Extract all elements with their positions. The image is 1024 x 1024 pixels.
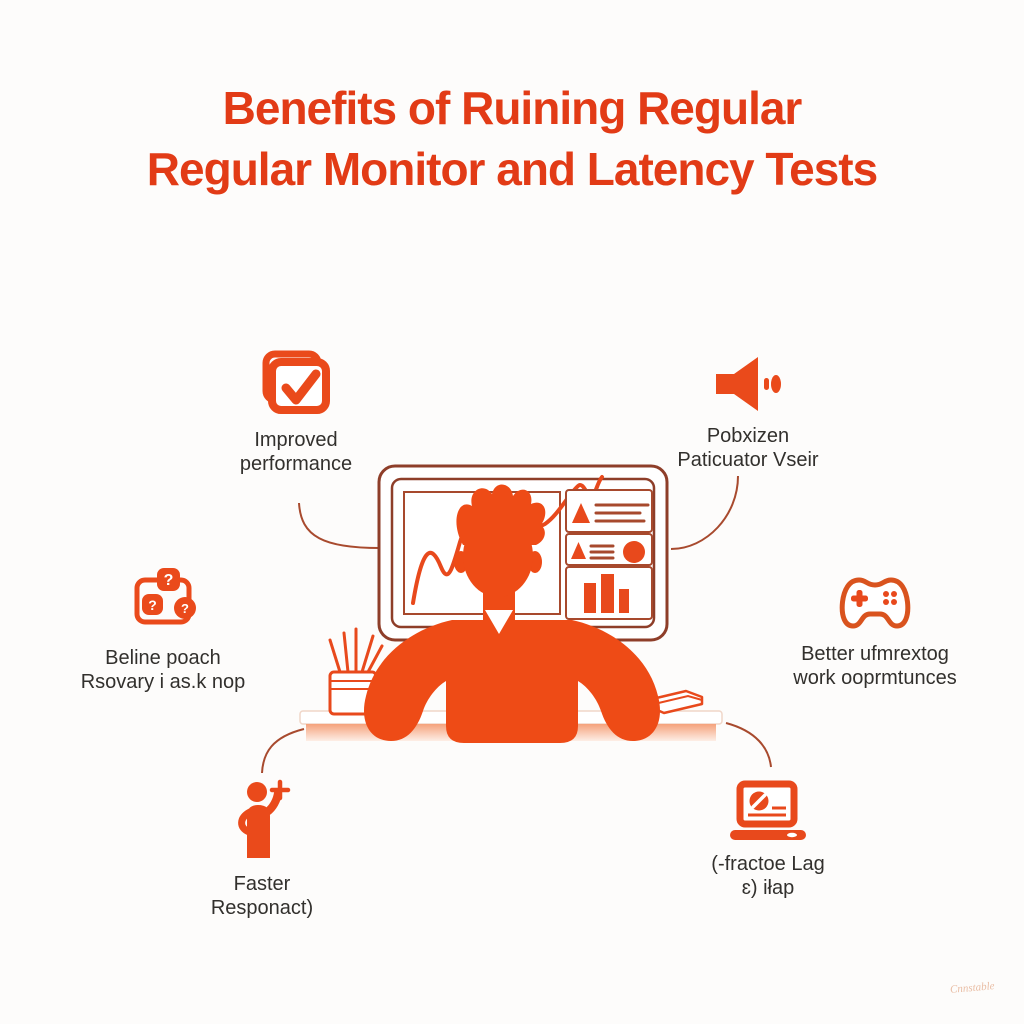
bar-chart xyxy=(584,574,629,613)
triangle-bullet-icon xyxy=(571,542,586,559)
question-flowchart-icon: ? ? ? xyxy=(134,568,196,625)
benefit-label: (-fractoe Lag ɛ) iłap xyxy=(711,852,824,900)
right-arrow-icon xyxy=(617,695,642,707)
benefit-label: Pobxizen Paticuator Vseir xyxy=(677,424,818,472)
notebook-icon xyxy=(646,689,704,715)
neck xyxy=(483,585,515,630)
line-chart xyxy=(411,475,604,605)
game-controller-icon xyxy=(839,577,911,629)
benefit-improved-performance: Improved performance xyxy=(206,350,386,476)
benefit-label-line2: Responact) xyxy=(210,897,314,919)
connector-lines xyxy=(261,475,772,774)
connector-top-right xyxy=(670,475,739,550)
checkbox-check-icon xyxy=(262,350,330,414)
benefit-label-line1: Beline poach xyxy=(105,647,221,669)
monitor-illustration xyxy=(377,464,669,642)
connector-bottom-left xyxy=(261,728,305,774)
page-title-line2: Regular Monitor and Latency Tests xyxy=(146,143,878,195)
ear xyxy=(528,551,542,573)
left-arrow-icon xyxy=(379,696,404,708)
speaker-icon xyxy=(716,357,781,411)
benefit-label-line2: performance xyxy=(239,453,353,475)
desk xyxy=(299,710,723,741)
hair xyxy=(456,484,546,545)
connector-bottom-right xyxy=(725,722,772,768)
benefit-gaming: Better ufmrextog work ooprmtunces xyxy=(762,574,988,690)
page-title-line1: Benefits of Ruining Regular xyxy=(222,82,803,134)
benefit-label-line2: ɛ) iłap xyxy=(741,877,795,899)
line-chart-panel xyxy=(403,491,561,615)
benefit-label-line1: Pobxizen xyxy=(706,425,790,447)
watermark-signature: Cnnstable xyxy=(949,980,996,996)
benefit-label: Faster Responact) xyxy=(211,872,313,920)
benefit-label: Improved performance xyxy=(240,428,352,476)
head xyxy=(463,515,533,597)
benefit-label-line2: work ooprmtunces xyxy=(793,667,957,689)
svg-text:?: ? xyxy=(164,572,174,589)
benefit-speaker: Pobxizen Paticuator Vseir xyxy=(650,354,846,472)
benefit-label: Beline poach Rsovary i as.k nop xyxy=(81,646,246,694)
collar xyxy=(485,610,513,634)
svg-text:?: ? xyxy=(181,601,189,616)
laptop-blocked-icon xyxy=(730,780,806,840)
benefit-label-line2: Rsovary i as.k nop xyxy=(80,671,246,693)
stats-panels xyxy=(565,489,653,620)
benefit-question-flow: ? ? ? Beline poach Rsovary i as.k nop xyxy=(48,564,278,694)
triangle-bullet-icon xyxy=(572,503,590,523)
page-title: Benefits of Ruining Regular Regular Moni… xyxy=(0,78,1024,200)
circle-bullet-icon xyxy=(623,541,645,563)
body xyxy=(363,620,661,743)
benefit-label-line1: Better ufmrextog xyxy=(801,643,949,665)
benefit-label-line1: Faster xyxy=(233,873,291,895)
person-plus-icon xyxy=(238,779,291,858)
benefit-reduce-lag: (-fractoe Lag ɛ) iłap xyxy=(678,780,858,900)
connector-top-left xyxy=(298,502,387,550)
svg-text:?: ? xyxy=(148,597,157,613)
benefit-label-line2: Paticuator Vseir xyxy=(677,449,819,471)
benefit-label-line1: (-fractoe Lag xyxy=(711,853,825,875)
controller-buttons xyxy=(883,591,897,605)
benefit-label-line1: Improved xyxy=(254,429,338,451)
pencil-cup-icon xyxy=(328,627,384,716)
benefit-label: Better ufmrextog work ooprmtunces xyxy=(793,642,956,690)
ear xyxy=(454,551,468,573)
person-illustration xyxy=(363,484,661,743)
benefit-faster-response: Faster Responact) xyxy=(172,778,352,920)
